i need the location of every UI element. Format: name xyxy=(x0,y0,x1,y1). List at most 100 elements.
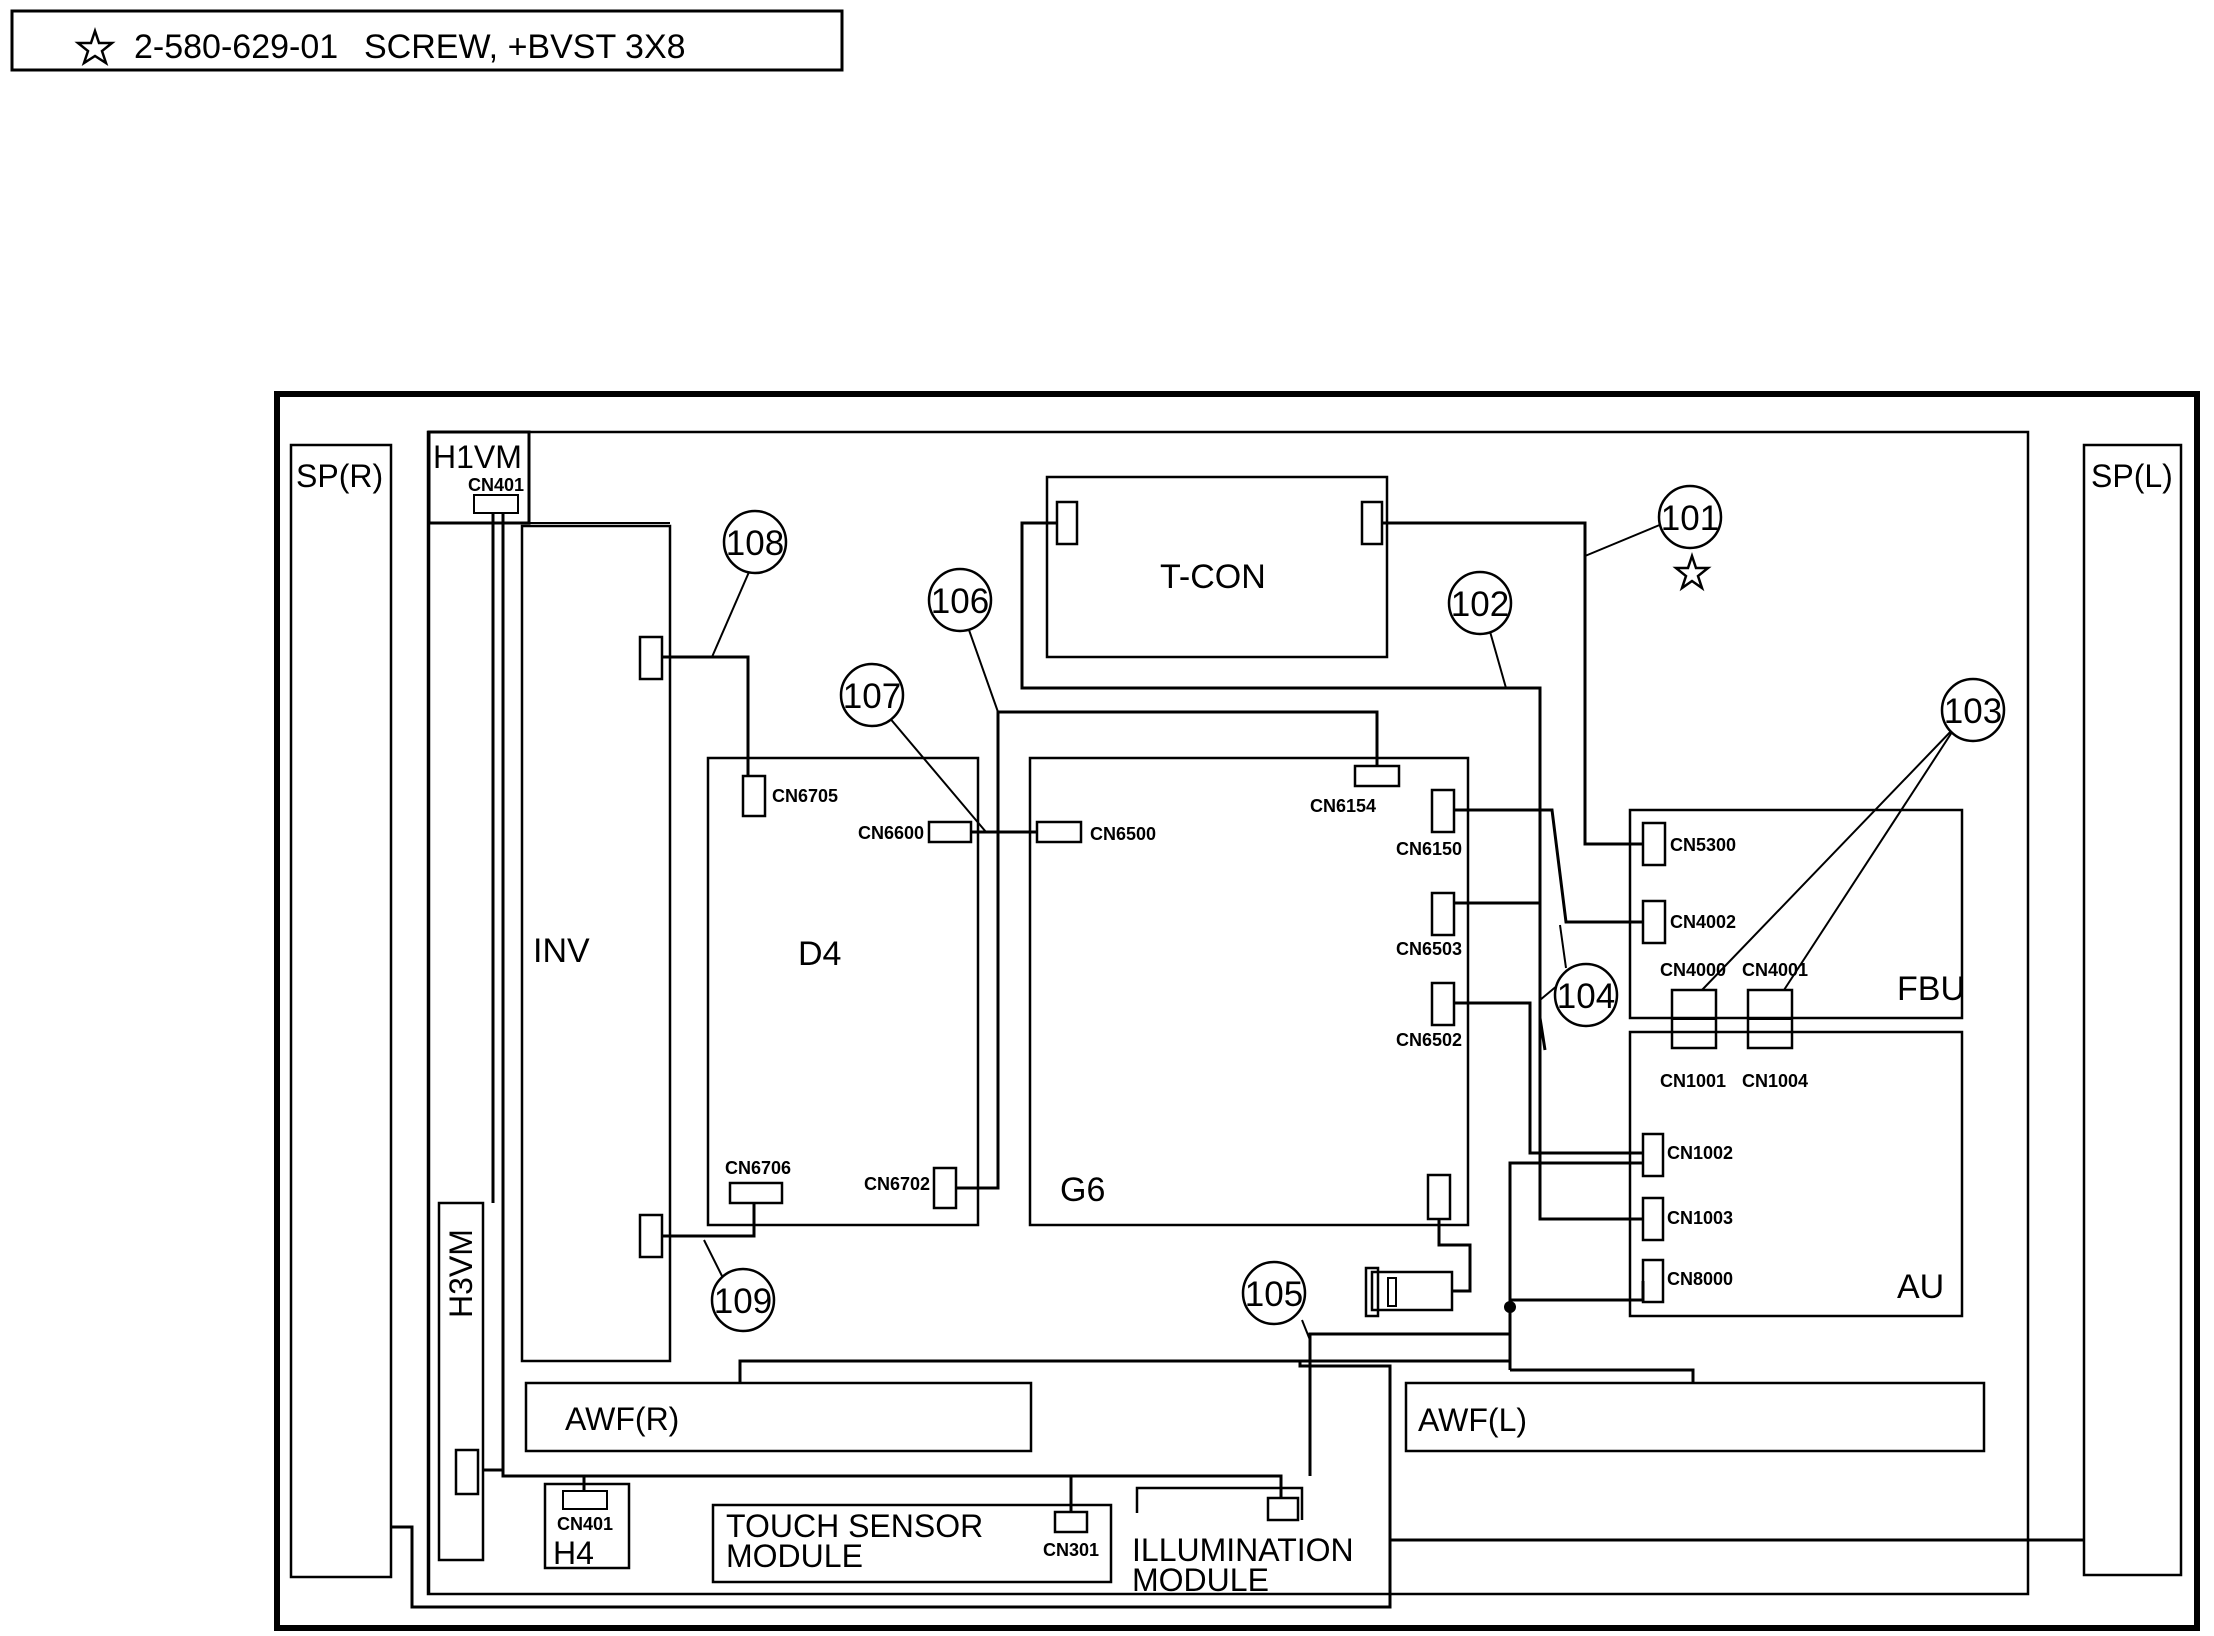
d4-cn6706 xyxy=(728,1181,784,1205)
callout-104: 104 xyxy=(1553,962,1619,1028)
d4-board xyxy=(706,756,980,1227)
tcon-connector-left xyxy=(1055,500,1079,546)
d4-cn6706-label: CN6706 xyxy=(725,1158,791,1178)
callout-103: 103 xyxy=(1940,677,2006,743)
h3vm-connector xyxy=(454,1448,480,1496)
part-description: SCREW, +BVST 3X8 xyxy=(364,28,686,66)
harness-junction xyxy=(1504,1301,1516,1313)
touch-sensor-module xyxy=(711,1503,1113,1584)
svg-text:105: 105 xyxy=(1245,1275,1303,1314)
g6-cn6154-label: CN6154 xyxy=(1310,796,1376,816)
svg-text:108: 108 xyxy=(726,524,784,563)
illumination-label-line1: ILLUMINATION xyxy=(1132,1532,1354,1568)
g6-cn6500-label: CN6500 xyxy=(1090,824,1156,844)
h4-cn401-label: CN401 xyxy=(557,1514,613,1534)
g6-cn6502-label: CN6502 xyxy=(1396,1030,1462,1050)
touch-sensor-cn301 xyxy=(1053,1510,1089,1534)
plug-connector xyxy=(1364,1266,1454,1318)
au-cn1002-label: CN1002 xyxy=(1667,1143,1733,1163)
awf-right-label: AWF(R) xyxy=(565,1401,679,1437)
au-label: AU xyxy=(1897,1268,1944,1306)
inv-board xyxy=(520,524,672,1363)
illumination-connector xyxy=(1266,1496,1300,1522)
g6-cn6154 xyxy=(1353,764,1401,788)
au-cn1004-label: CN1004 xyxy=(1742,1071,1808,1091)
svg-text:109: 109 xyxy=(714,1282,772,1321)
g6-cn6150-label: CN6150 xyxy=(1396,839,1462,859)
callout-107: 107 xyxy=(839,662,905,728)
h4-cn401 xyxy=(562,1490,608,1510)
star-icon xyxy=(74,27,116,66)
h4-label: H4 xyxy=(553,1535,594,1571)
au-cn1003-label: CN1003 xyxy=(1667,1208,1733,1228)
au-cn1003 xyxy=(1641,1196,1665,1242)
g6-cn6503-label: CN6503 xyxy=(1396,939,1462,959)
au-cn8000 xyxy=(1641,1258,1665,1304)
svg-text:102: 102 xyxy=(1451,585,1509,624)
tcon-label: T-CON xyxy=(1160,558,1266,596)
g6-label: G6 xyxy=(1060,1171,1105,1209)
inv-label: INV xyxy=(533,932,590,970)
h3vm-board xyxy=(437,1201,485,1562)
callout-105: 105 xyxy=(1241,1260,1307,1326)
awf-left-board xyxy=(1404,1381,1986,1453)
h4-board xyxy=(543,1482,631,1570)
callout-108: 108 xyxy=(722,509,788,575)
callout-leaders xyxy=(703,523,1957,1341)
speaker-right xyxy=(289,443,393,1579)
touch-sensor-cn301-label: CN301 xyxy=(1043,1540,1099,1560)
g6-cn6150 xyxy=(1430,788,1456,834)
g6-cn6502 xyxy=(1430,981,1456,1027)
d4-label: D4 xyxy=(798,935,841,973)
d4-cn6702-label: CN6702 xyxy=(864,1174,930,1194)
au-cn1001-label: CN1001 xyxy=(1660,1071,1726,1091)
part-header: 2-580-629-01 SCREW, +BVST 3X8 xyxy=(10,9,844,72)
part-header-box xyxy=(10,9,844,72)
touch-sensor-label-line1: TOUCH SENSOR xyxy=(726,1508,983,1544)
callout-101: 101 xyxy=(1657,484,1723,550)
touch-sensor-label-line2: MODULE xyxy=(726,1538,863,1574)
inv-connector-top xyxy=(638,635,664,681)
part-number: 2-580-629-01 xyxy=(134,28,338,66)
fbu-cn4002-label: CN4002 xyxy=(1670,912,1736,932)
fbu-cn5300-label: CN5300 xyxy=(1670,835,1736,855)
g6-board xyxy=(1028,756,1470,1227)
svg-text:106: 106 xyxy=(931,582,989,621)
svg-text:104: 104 xyxy=(1557,977,1615,1016)
fbu-cn4000-label: CN4000 xyxy=(1660,960,1726,980)
svg-text:107: 107 xyxy=(843,677,901,716)
wire-harness xyxy=(391,513,2084,1609)
d4-cn6702 xyxy=(932,1166,958,1210)
illumination-module xyxy=(1135,1486,1304,1520)
outer-chassis xyxy=(274,391,2200,1631)
callout-106: 106 xyxy=(927,567,993,633)
tcon-board xyxy=(1045,475,1389,659)
d4-cn6705 xyxy=(741,774,767,818)
speaker-left-label: SP(L) xyxy=(2091,458,2173,494)
callout-102: 102 xyxy=(1447,570,1513,636)
au-cn1002 xyxy=(1641,1132,1665,1178)
d4-cn6600 xyxy=(927,820,973,844)
g6-connector-bottom xyxy=(1426,1173,1452,1221)
tcon-connector-right xyxy=(1360,500,1384,546)
fbu-board xyxy=(1628,808,1964,1020)
au-board xyxy=(1628,1030,1964,1318)
fbu-cn4001-label: CN4001 xyxy=(1742,960,1808,980)
g6-cn6500 xyxy=(1035,820,1083,844)
d4-cn6600-label: CN6600 xyxy=(858,823,924,843)
inv-connector-bottom xyxy=(638,1213,664,1259)
speaker-left xyxy=(2082,443,2183,1577)
h1vm-cn401 xyxy=(473,494,519,514)
awf-left-label: AWF(L) xyxy=(1418,1402,1527,1438)
fbu-cn4002 xyxy=(1641,899,1667,945)
g6-cn6503 xyxy=(1430,891,1456,937)
h1vm-cn401-label: CN401 xyxy=(468,475,524,495)
svg-text:103: 103 xyxy=(1944,692,2002,731)
h1vm-label: H1VM xyxy=(433,439,522,475)
h3vm-label: H3VM xyxy=(443,1229,479,1318)
au-cn8000-label: CN8000 xyxy=(1667,1269,1733,1289)
svg-text:101: 101 xyxy=(1661,499,1719,538)
callout-109: 109 xyxy=(710,1267,776,1333)
fbu-label: FBU xyxy=(1897,970,1965,1008)
